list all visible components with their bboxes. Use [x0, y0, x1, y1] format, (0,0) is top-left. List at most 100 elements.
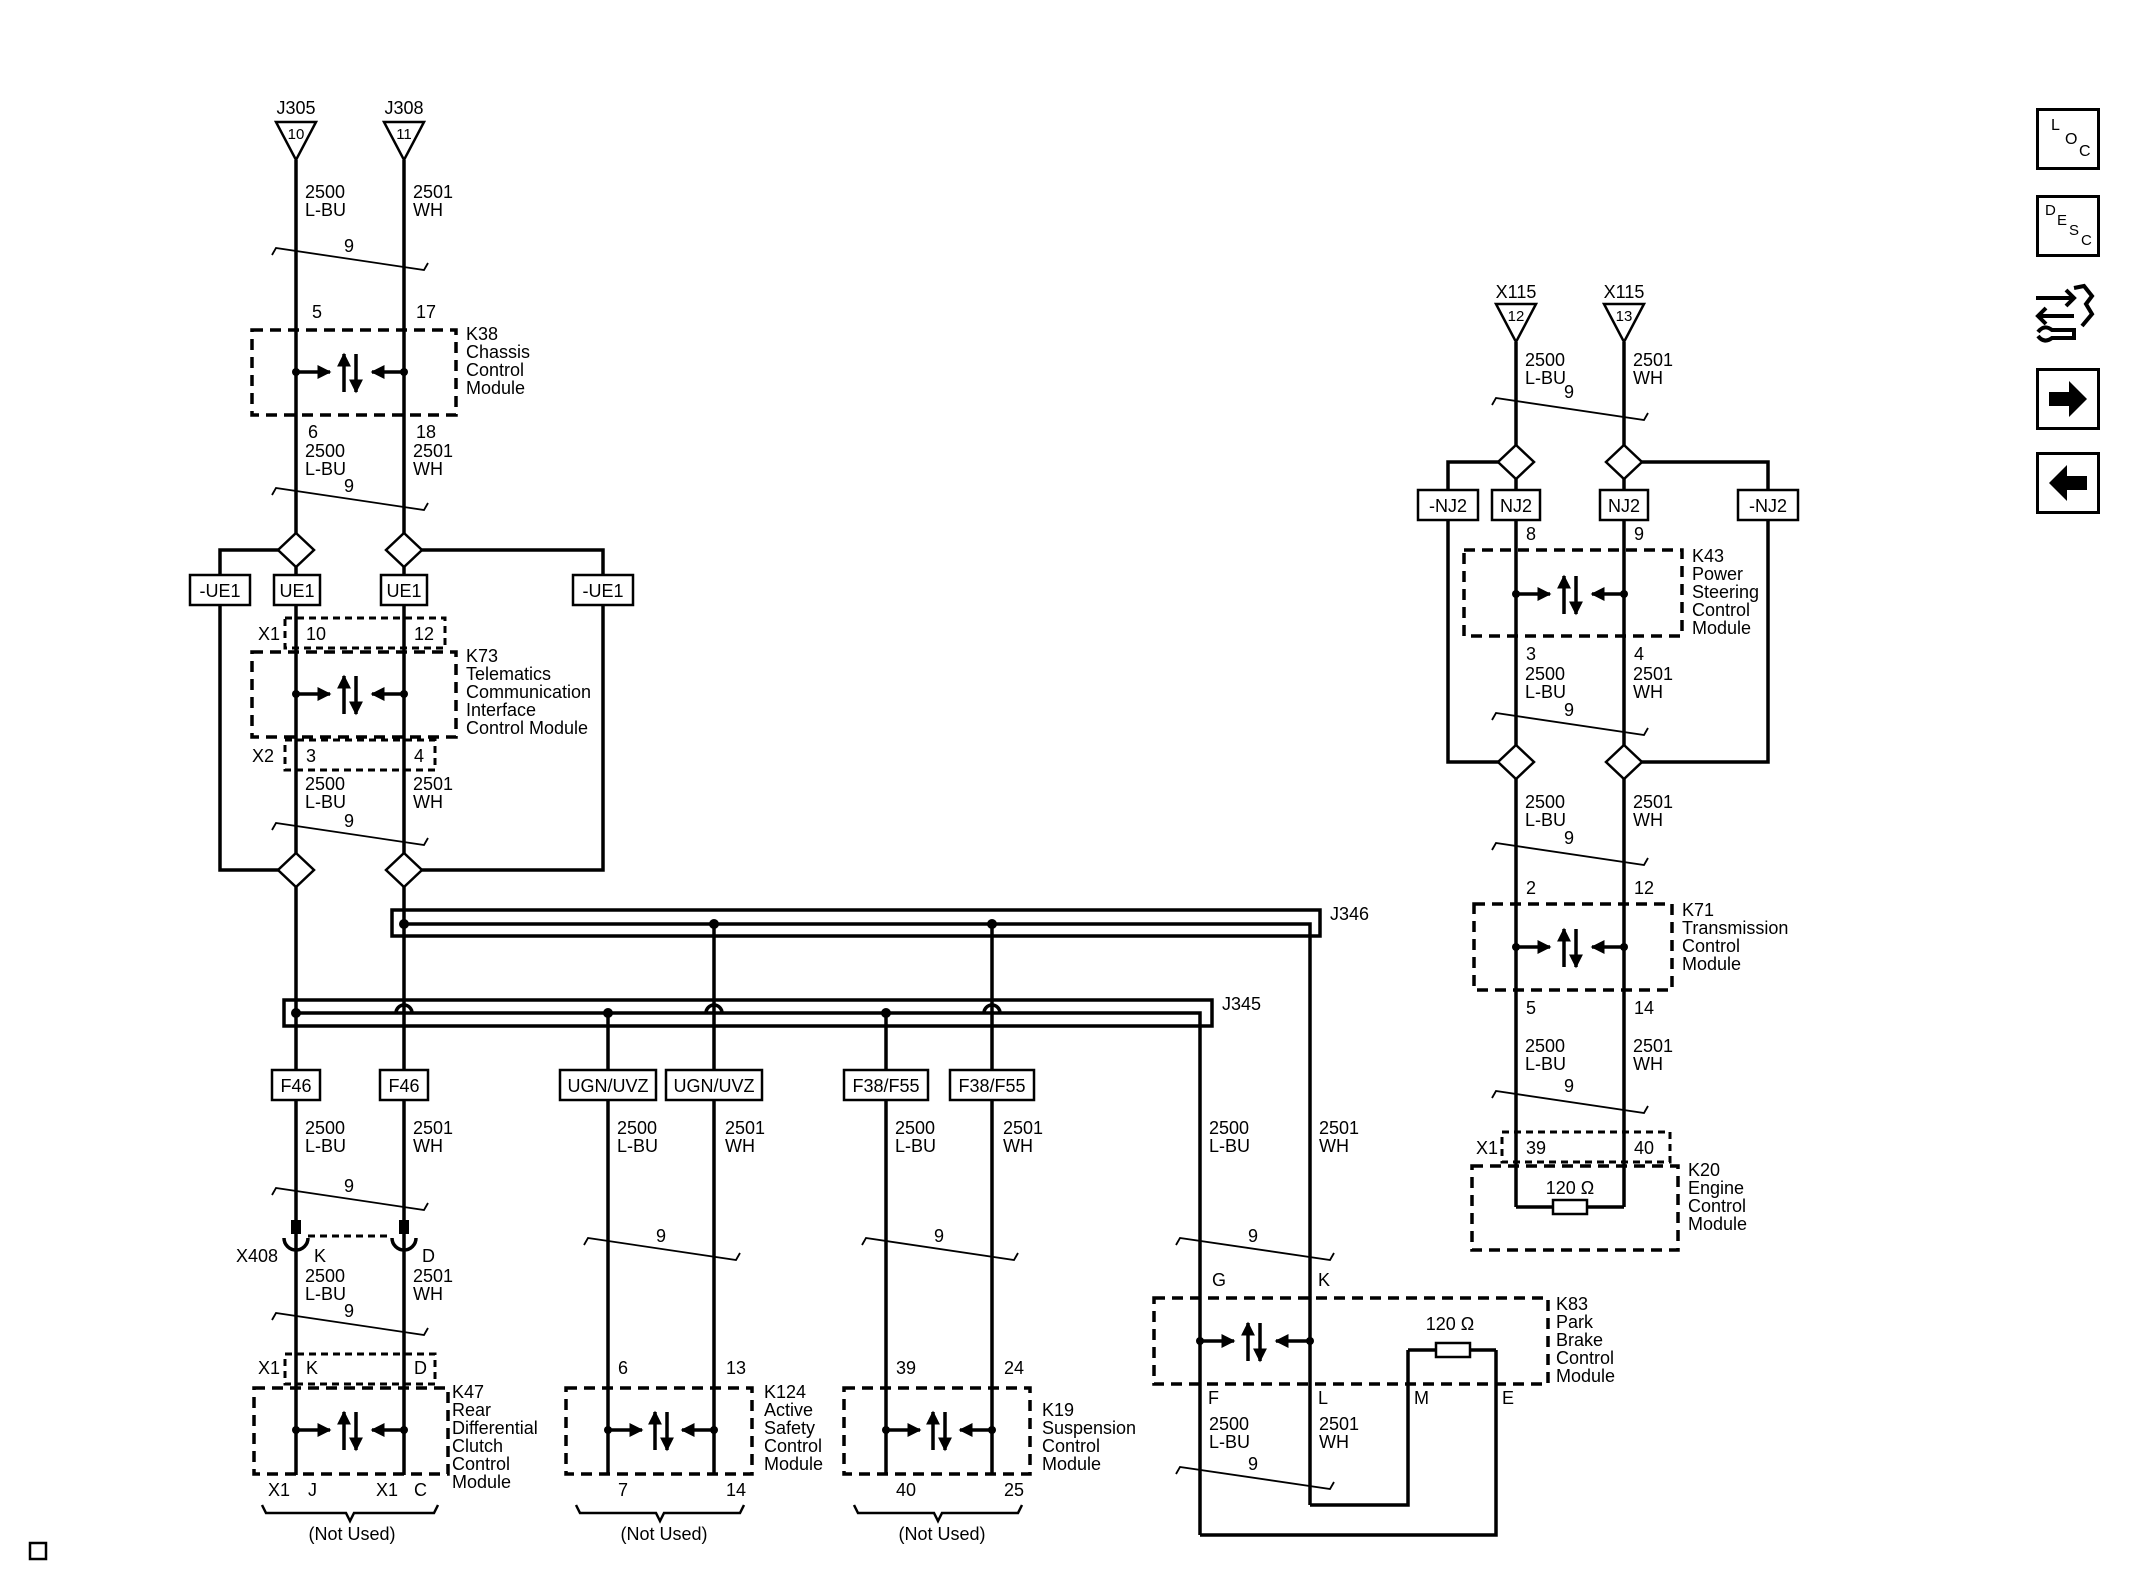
svg-text:39: 39	[896, 1358, 916, 1378]
svg-text:2501: 2501	[413, 1266, 453, 1286]
connector-x115-12: X115 12	[1493, 282, 1539, 345]
svg-text:13: 13	[726, 1358, 746, 1378]
svg-text:L-BU: L-BU	[895, 1136, 936, 1156]
location-button[interactable]: L O C	[2036, 108, 2100, 170]
svg-text:Control: Control	[1692, 600, 1750, 620]
svg-text:K: K	[314, 1246, 326, 1266]
description-button[interactable]: D E S C	[2036, 195, 2100, 257]
svg-text:Module: Module	[452, 1472, 511, 1492]
svg-text:2501: 2501	[1633, 792, 1673, 812]
svg-text:2500: 2500	[305, 441, 345, 461]
twist-symbol: 9	[1491, 828, 1649, 866]
svg-text:Park: Park	[1556, 1312, 1594, 1332]
svg-text:9: 9	[934, 1226, 944, 1246]
option-not-nj2-right: -NJ2	[1736, 488, 1800, 522]
svg-text:L-BU: L-BU	[305, 1136, 346, 1156]
svg-text:Control: Control	[466, 360, 524, 380]
svg-text:2500: 2500	[1209, 1414, 1249, 1434]
twist-symbol: 9	[271, 1301, 429, 1336]
svg-text:K19: K19	[1042, 1400, 1074, 1420]
diagnostic-tool-button[interactable]	[2030, 276, 2104, 346]
loc-letter: O	[2065, 131, 2078, 148]
svg-text:2501: 2501	[413, 182, 453, 202]
svg-text:WH: WH	[413, 1284, 443, 1304]
svg-text:6: 6	[308, 422, 318, 442]
svg-text:X1: X1	[258, 624, 280, 644]
svg-text:9: 9	[344, 811, 354, 831]
wire-label-right-c: 2500 L-BU 2501 WH	[1525, 792, 1673, 830]
svg-text:X1: X1	[268, 1480, 290, 1500]
svg-text:Control: Control	[1688, 1196, 1746, 1216]
not-used-label: (Not Used)	[898, 1524, 985, 1544]
module-k83: G K 120 Ω K83 Park Brake Control Module …	[1152, 1270, 1615, 1537]
connector-name: J305	[276, 98, 315, 118]
svg-text:E: E	[1502, 1388, 1514, 1408]
svg-text:Module: Module	[466, 378, 525, 398]
svg-text:F38/F55: F38/F55	[852, 1076, 919, 1096]
svg-text:L-BU: L-BU	[1209, 1432, 1250, 1452]
svg-text:9: 9	[1634, 524, 1644, 544]
svg-text:13: 13	[1616, 308, 1633, 325]
option-nj2-right: NJ2	[1598, 488, 1650, 522]
next-button[interactable]	[2036, 368, 2100, 430]
svg-text:6: 6	[618, 1358, 628, 1378]
svg-text:K20: K20	[1688, 1160, 1720, 1180]
svg-text:120 Ω: 120 Ω	[1426, 1314, 1475, 1334]
module-k20: X1 39 40 120 Ω K20 Engine Control Module	[1470, 1130, 1747, 1252]
svg-text:Control: Control	[1556, 1348, 1614, 1368]
svg-text:9: 9	[344, 476, 354, 496]
svg-text:12: 12	[1634, 878, 1654, 898]
svg-text:Clutch: Clutch	[452, 1436, 503, 1456]
svg-text:2500: 2500	[305, 182, 345, 202]
svg-text:Communication: Communication	[466, 682, 591, 702]
svg-text:2500: 2500	[1525, 350, 1565, 370]
svg-text:12: 12	[1508, 308, 1525, 325]
svg-text:WH: WH	[1633, 810, 1663, 830]
svg-text:2: 2	[1526, 878, 1536, 898]
svg-text:Steering: Steering	[1692, 582, 1759, 602]
svg-text:8: 8	[1526, 524, 1536, 544]
svg-text:Active: Active	[764, 1400, 813, 1420]
svg-text:9: 9	[1248, 1226, 1258, 1246]
svg-text:2501: 2501	[1633, 664, 1673, 684]
option-f38-right: F38/F55	[948, 1068, 1036, 1102]
desc-letter: C	[2081, 232, 2092, 249]
svg-text:L-BU: L-BU	[617, 1136, 658, 1156]
connector-pin: 10	[288, 126, 305, 143]
svg-text:Control: Control	[1682, 936, 1740, 956]
module-k43: 8 9 K43 Power Steering Control Module 3 …	[1462, 524, 1759, 664]
module-k19: 39 24 K19 Suspension Control Module 40 2…	[842, 1358, 1136, 1544]
twist-symbol: 9	[1175, 1226, 1335, 1261]
svg-text:J: J	[308, 1480, 317, 1500]
svg-text:2500: 2500	[1525, 792, 1565, 812]
wires-left-group	[218, 160, 605, 1475]
svg-text:F46: F46	[280, 1076, 311, 1096]
svg-text:X2: X2	[252, 746, 274, 766]
wires-right-group	[1446, 342, 1770, 1209]
svg-text:2501: 2501	[1633, 1036, 1673, 1056]
svg-text:Module: Module	[1682, 954, 1741, 974]
svg-text:L-BU: L-BU	[1525, 682, 1566, 702]
module-k73: X1 10 12 K73 Telematics Communication In…	[250, 616, 591, 772]
svg-text:40: 40	[896, 1480, 916, 1500]
svg-text:L-BU: L-BU	[305, 200, 346, 220]
svg-text:L-BU: L-BU	[305, 1284, 346, 1304]
svg-text:X408: X408	[236, 1246, 278, 1266]
connector-pin: 11	[396, 126, 412, 143]
splice-pack-j346: J346	[390, 904, 1369, 1505]
svg-text:24: 24	[1004, 1358, 1024, 1378]
svg-text:UE1: UE1	[386, 581, 421, 601]
twist-symbol: 9	[271, 236, 429, 271]
svg-text:2501: 2501	[1319, 1118, 1359, 1138]
wire-label-2500-c: 2500 L-BU	[305, 774, 346, 812]
svg-text:Module: Module	[764, 1454, 823, 1474]
option-not-ue1-right: -UE1	[571, 573, 635, 607]
twist-symbol: 9	[1491, 382, 1649, 421]
svg-text:Control: Control	[1042, 1436, 1100, 1456]
svg-text:K124: K124	[764, 1382, 806, 1402]
svg-text:WH: WH	[1633, 368, 1663, 388]
svg-text:2500: 2500	[1209, 1118, 1249, 1138]
previous-button[interactable]	[2036, 452, 2100, 514]
svg-text:12: 12	[414, 624, 434, 644]
twist-symbol: 9	[271, 811, 429, 846]
